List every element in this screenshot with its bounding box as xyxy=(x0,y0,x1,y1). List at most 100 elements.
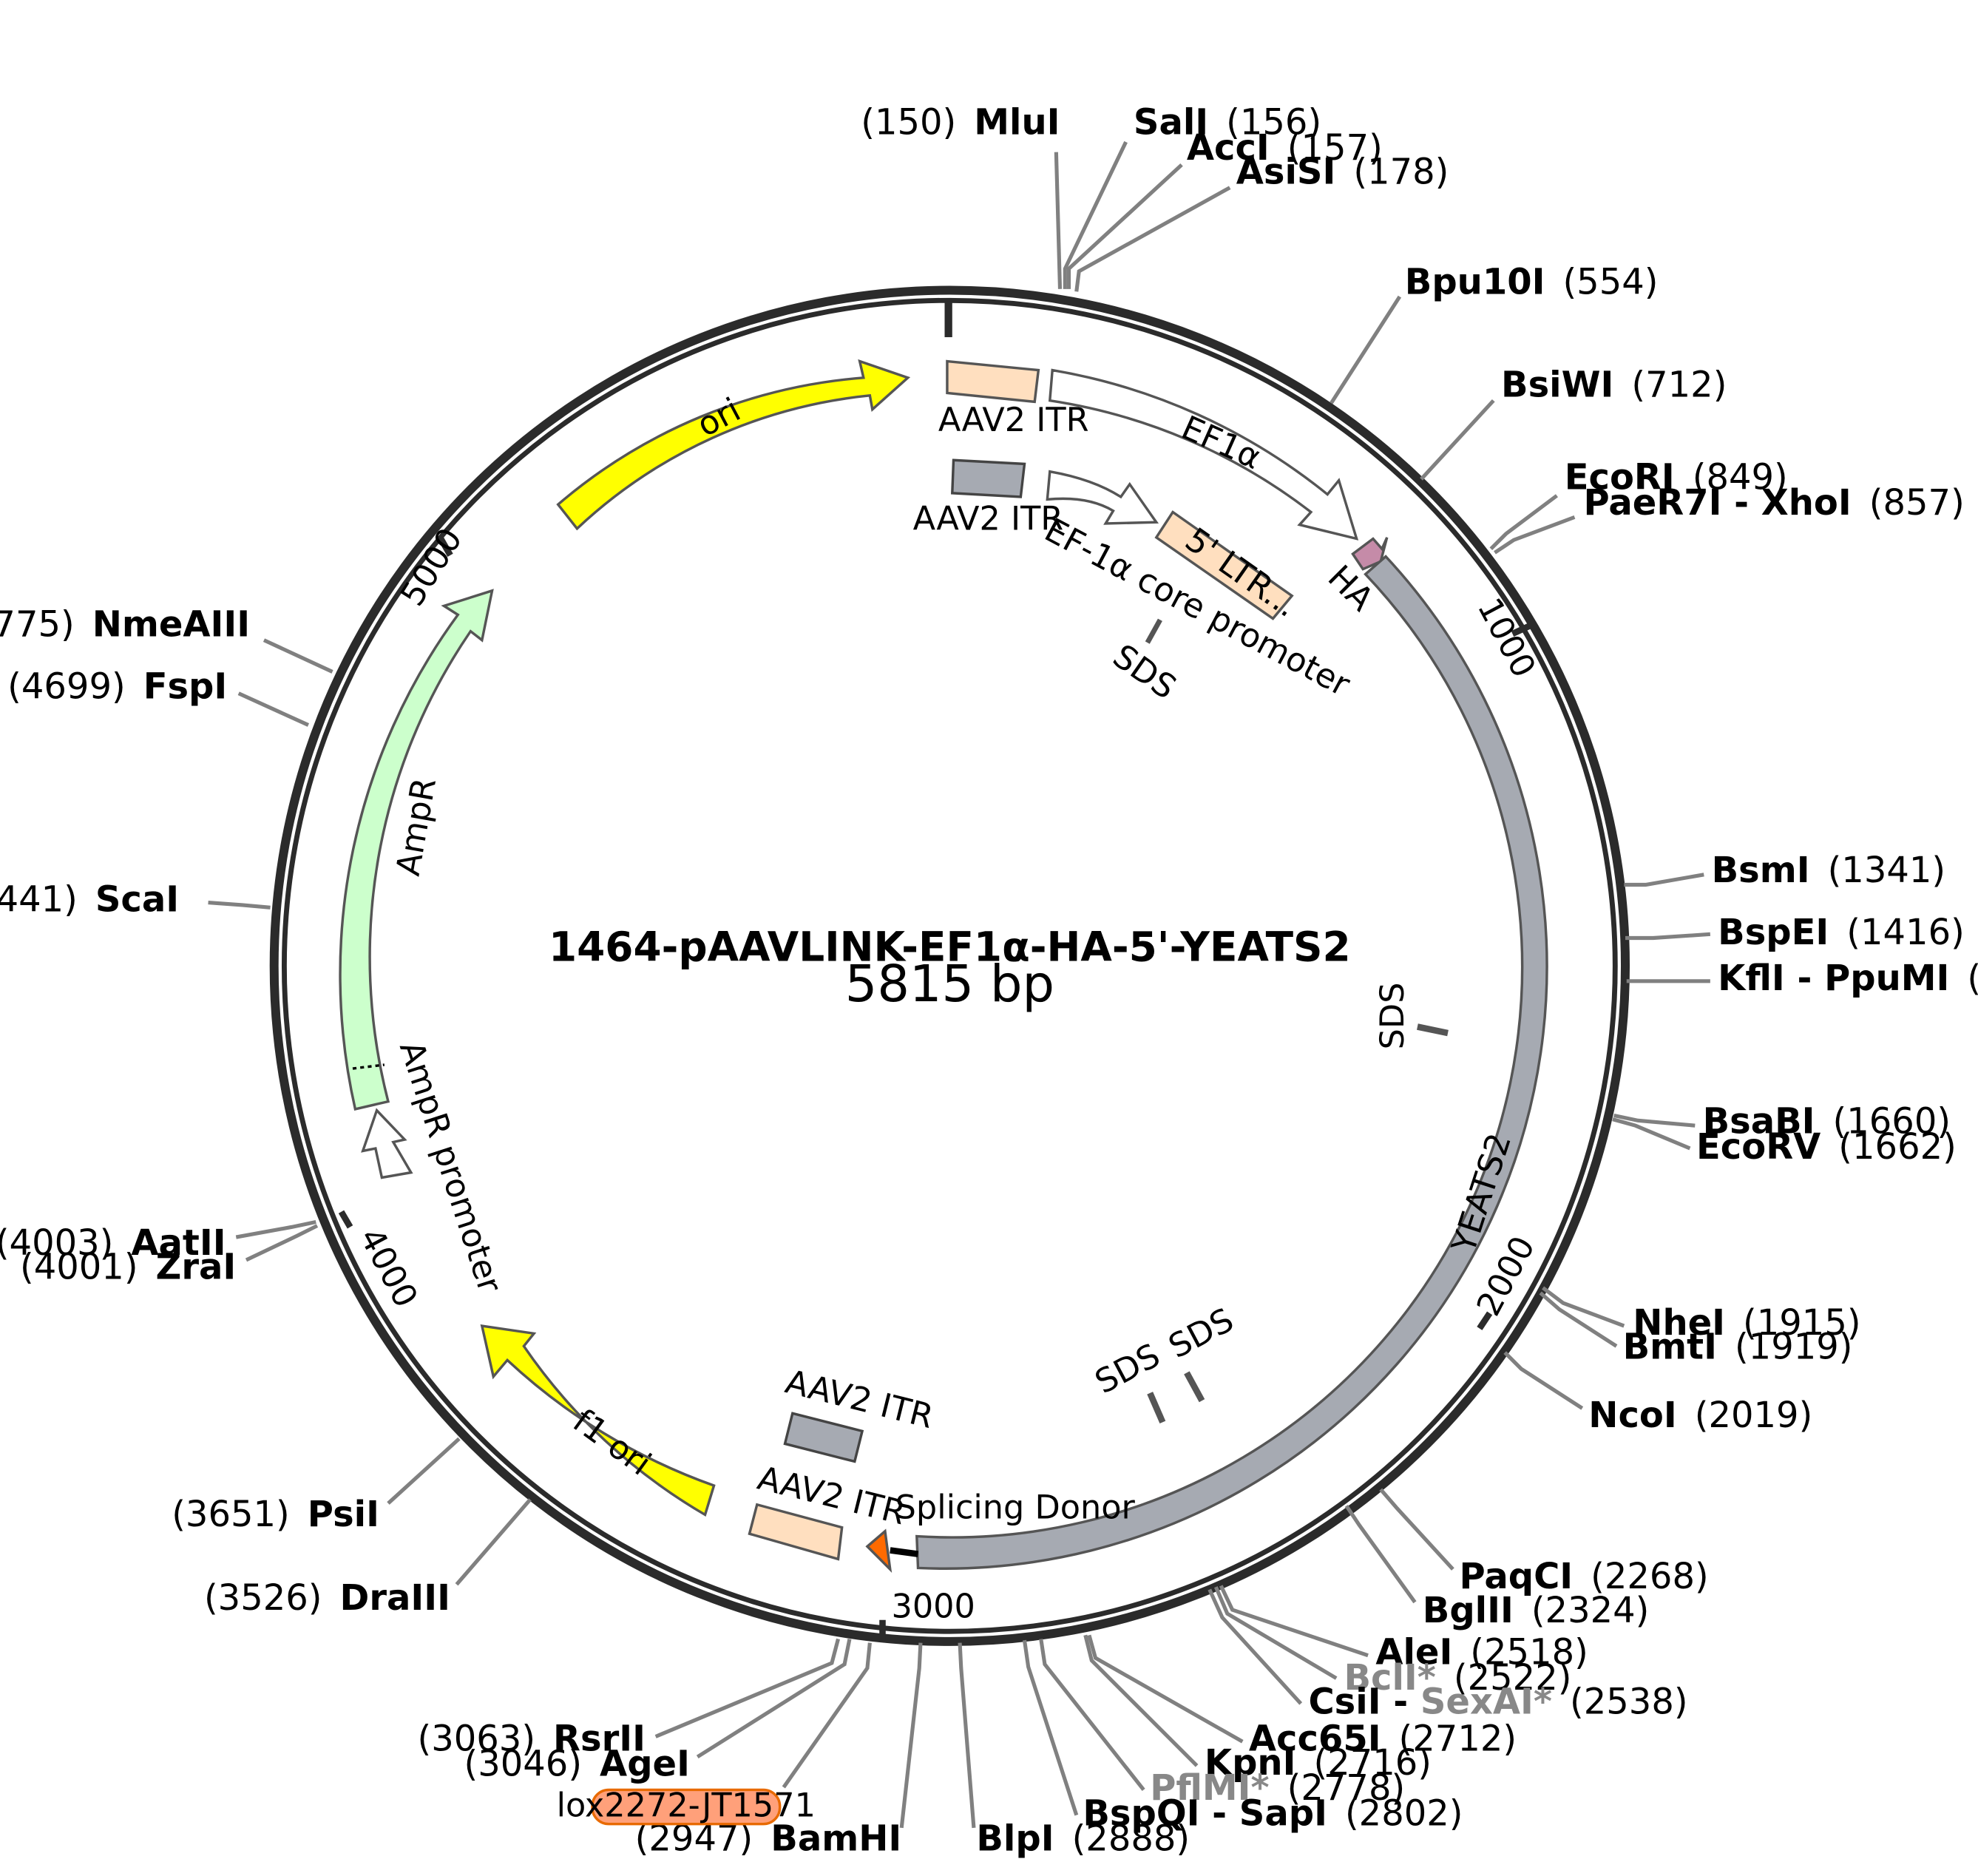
site-leader-zrai xyxy=(245,1224,319,1262)
tick-labels: 1000 2000 3000 4000 5000 xyxy=(352,521,1543,1625)
site-leader-blpi xyxy=(958,1642,976,1829)
feature-sds-1 xyxy=(1145,618,1162,644)
feature-label-sds-2: SDS xyxy=(1373,982,1412,1049)
site-leader-bspqi xyxy=(1022,1639,1079,1816)
feature-label-ampr-promoter: AmpR promoter xyxy=(392,1037,509,1298)
feature-5-ltr xyxy=(1154,510,1294,620)
site-label-zrai: (4001)ZraI xyxy=(20,1247,236,1288)
feature-aav2-itr-1 xyxy=(946,359,1040,404)
site-leader-sali xyxy=(1063,140,1128,289)
site-label-ecorv: EcoRV(1662) xyxy=(1696,1126,1957,1168)
site-leader-paer7i xyxy=(1494,515,1576,555)
site-leader-bglii xyxy=(1344,1505,1417,1604)
site-leader-scai xyxy=(208,900,271,910)
site-label-bglii: BglII(2324) xyxy=(1423,1590,1650,1631)
feature-sds-2 xyxy=(1417,1023,1449,1037)
plasmid-length: 5815 bp xyxy=(845,955,1054,1014)
site-label-bsiwi: BsiWI(712) xyxy=(1501,365,1727,406)
site-label-paqci: PaqCI(2268) xyxy=(1459,1556,1708,1597)
site-label-kpni: KpnI(2716) xyxy=(1205,1742,1432,1784)
tick-label-1000: 1000 xyxy=(1470,592,1543,684)
backbone-inner-ring xyxy=(281,297,1618,1634)
site-leader-kpni xyxy=(1083,1634,1199,1767)
site-leader-draiii xyxy=(455,1498,532,1586)
feature-aav2-itr-3 xyxy=(783,1412,864,1463)
site-label-fspi: (4699)FspI xyxy=(7,666,227,708)
site-label-bpu10i: Bpu10I(554) xyxy=(1405,262,1659,303)
feature-ampr-promoter xyxy=(361,1108,413,1179)
site-leader-alei xyxy=(1219,1585,1369,1658)
site-label-nmeaiii: (4775)NmeAIII xyxy=(0,604,250,646)
site-label-bsabi: BsaBI(1660) xyxy=(1703,1100,1951,1142)
feature-f1-ori xyxy=(480,1324,716,1517)
feature-label-aav2-itr-2: AAV2 ITR xyxy=(913,500,1064,538)
tick-origin xyxy=(944,301,952,337)
site-leader-bpu10i xyxy=(1330,295,1402,404)
site-label-bcli: BclI*(2522) xyxy=(1344,1657,1571,1699)
tag-lox2272: lox2272-JT1571 xyxy=(557,1786,816,1826)
tick-2000 xyxy=(1477,1311,1493,1330)
site-label-acci: AccI(157) xyxy=(1187,127,1383,169)
feature-label-sds-4: SDS xyxy=(1162,1301,1240,1367)
site-label-ecori: EcoRI(849) xyxy=(1565,457,1788,498)
tick-label-3000: 3000 xyxy=(892,1587,975,1625)
feature-label-aav2-itr-1: AAV2 ITR xyxy=(938,401,1089,439)
tag-leader-lox2272 xyxy=(782,1642,872,1789)
feature-splicing-donor-line xyxy=(890,1547,919,1557)
tick-4000 xyxy=(338,1210,353,1229)
site-leader-ecorv xyxy=(1612,1117,1691,1151)
site-leader-fspi xyxy=(237,691,310,727)
site-label-draiii: (3526)DraIII xyxy=(204,1577,450,1619)
feature-ef1a xyxy=(1048,368,1359,541)
site-label-pflmi: PflMI*(2778) xyxy=(1150,1767,1405,1809)
site-leader-rsrii xyxy=(654,1638,840,1738)
site-leader-bsmi xyxy=(1624,873,1704,887)
site-label-rsrii: (3063)RsrII xyxy=(418,1718,646,1759)
site-label-paer7i: PaeR7I - XhoI(857) xyxy=(1583,482,1964,524)
site-label-bmti: BmtI(1919) xyxy=(1623,1327,1853,1368)
feature-label-f1-ori: f1 ori xyxy=(566,1401,658,1483)
feature-ampr-divider xyxy=(352,1063,385,1070)
site-label-ncoi: NcoI(2019) xyxy=(1588,1395,1812,1436)
site-leader-nhei xyxy=(1542,1286,1625,1328)
site-leader-bsiwi xyxy=(1420,399,1495,481)
site-leader-psii xyxy=(387,1437,461,1505)
backbone-outer-ring xyxy=(269,285,1630,1646)
feature-aav2-itr-2 xyxy=(951,458,1026,498)
site-leader-aatii xyxy=(235,1219,316,1239)
feature-sds-3 xyxy=(1147,1392,1166,1424)
feature-label-sds-1: SDS xyxy=(1106,637,1183,707)
site-label-psii: (3651)PsiI xyxy=(172,1494,379,1535)
feature-ampr xyxy=(339,589,494,1111)
site-label-kfli: KflI - PpuMI(1475) xyxy=(1718,958,1978,999)
site-label-bspqi: BspQI - SapI(2802) xyxy=(1083,1792,1463,1834)
site-label-acc65i: Acc65I(2712) xyxy=(1249,1718,1517,1759)
feature-label-ampr: AmpR xyxy=(389,775,444,878)
site-leader-bsabi xyxy=(1613,1113,1696,1128)
site-label-agei: (3046)AgeI xyxy=(464,1744,689,1785)
site-leader-nmeaiii xyxy=(263,638,333,674)
site-label-aatii: (4003)AatII xyxy=(0,1222,226,1264)
feature-splicing-donor xyxy=(865,1528,893,1573)
restriction-sites: (150)MluI SalI(156) AccI(157) AsiSI(178)… xyxy=(0,102,1978,1860)
feature-aav2-itr-4 xyxy=(748,1503,844,1561)
site-label-alei: AleI(2518) xyxy=(1375,1632,1588,1673)
site-leader-asisi xyxy=(1074,186,1231,292)
site-leader-bspei xyxy=(1625,932,1711,941)
feature-label-ef1a: EF1α xyxy=(1176,408,1267,477)
site-leader-csii xyxy=(1208,1588,1303,1705)
feature-label-splicing-donor: Splicing Donor xyxy=(895,1489,1136,1527)
backbone xyxy=(269,285,1630,1646)
site-label-scai: (4441)ScaI xyxy=(0,879,179,921)
feature-label-sds-3: SDS xyxy=(1089,1336,1167,1402)
plasmid-title: 1464-pAAVLINK-EF1α-HA-5'-YEATS2 xyxy=(549,923,1351,970)
feature-sds-4 xyxy=(1184,1371,1205,1403)
tag-lox2272-box xyxy=(591,1788,782,1826)
site-leader-ecori xyxy=(1489,494,1558,551)
tag-lox2272-label: lox2272-JT1571 xyxy=(557,1786,816,1824)
site-leader-bmti xyxy=(1539,1291,1618,1348)
feature-ori xyxy=(556,359,911,531)
site-leader-bcli xyxy=(1213,1586,1338,1680)
site-leader-bamhi xyxy=(899,1642,923,1829)
